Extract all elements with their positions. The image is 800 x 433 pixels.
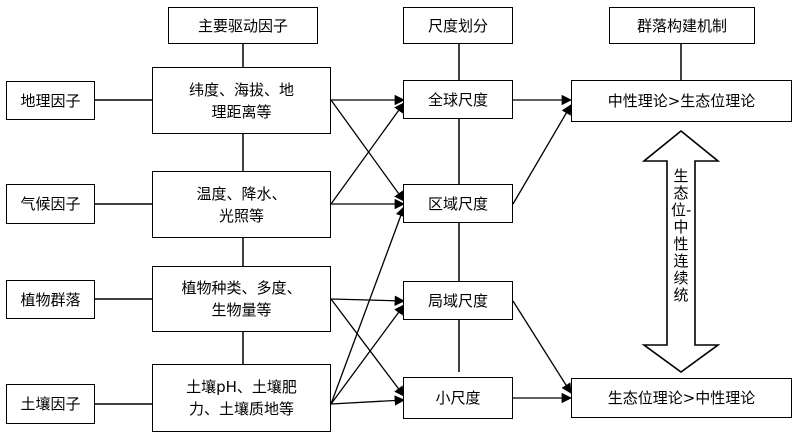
scale-small: 小尺度 bbox=[403, 377, 513, 419]
factor-category-soil: 土壤因子 bbox=[6, 384, 95, 424]
factor-detail-plant: 植物种类、多度、 生物量等 bbox=[152, 266, 331, 332]
factor-category-plant: 植物群落 bbox=[6, 280, 95, 319]
continuum-label: 生态位-中性连续统 bbox=[671, 167, 692, 304]
mechanism-neutral-over-niche: 中性理论>生态位理论 bbox=[571, 80, 792, 122]
arrow-climate-global bbox=[330, 102, 405, 205]
arrow-geo-regional bbox=[330, 99, 405, 202]
arrow-soil-regional bbox=[330, 206, 406, 405]
scale-regional: 区域尺度 bbox=[403, 184, 513, 223]
scale-global: 全球尺度 bbox=[403, 80, 513, 119]
arrow-local-niche bbox=[512, 300, 572, 394]
arrow-soil-small bbox=[330, 395, 406, 406]
scale-header: 尺度划分 bbox=[403, 7, 513, 44]
factor-detail-climate: 温度、降水、 光照等 bbox=[152, 171, 331, 238]
mechanism-niche-over-neutral: 生态位理论>中性理论 bbox=[571, 378, 792, 418]
arrow-regional-neutral bbox=[512, 104, 572, 205]
scale-local: 局域尺度 bbox=[403, 281, 513, 320]
continuum-double-arrow bbox=[641, 129, 721, 373]
factor-detail-geography: 纬度、海拔、地 理距离等 bbox=[152, 67, 331, 134]
factor-detail-soil: 土壤pH、土壤肥 力、土壤质地等 bbox=[152, 364, 331, 432]
arrow-soil-local bbox=[330, 304, 405, 405]
arrow-plant-small bbox=[330, 298, 405, 397]
factor-category-climate: 气候因子 bbox=[6, 184, 95, 224]
mechanism-header: 群落构建机制 bbox=[609, 7, 755, 44]
arrow-plant-local bbox=[330, 295, 406, 306]
factor-category-geography: 地理因子 bbox=[6, 81, 95, 120]
drivers-header: 主要驱动因子 bbox=[168, 7, 318, 44]
